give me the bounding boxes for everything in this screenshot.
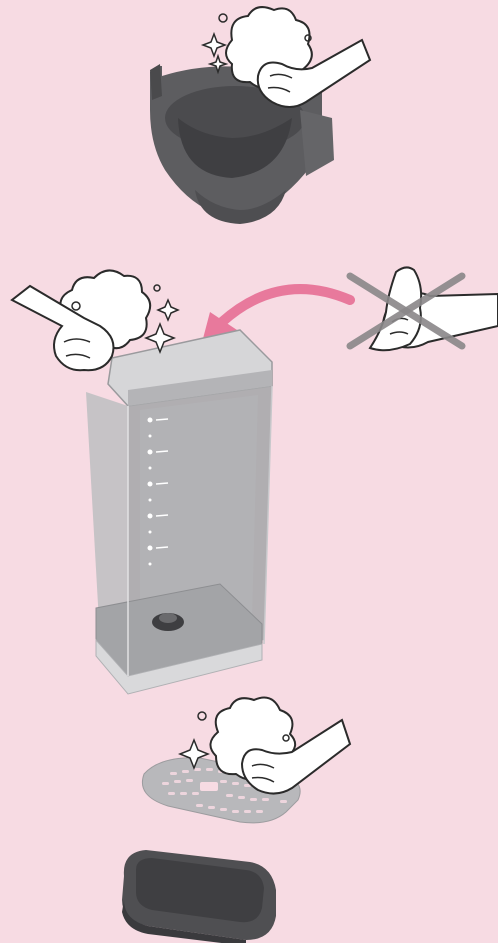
- sparkle-icon: [203, 34, 226, 72]
- drip-tray: [122, 850, 276, 943]
- water-tank: [86, 330, 272, 694]
- dishwasher-cloth-icon: [370, 267, 498, 350]
